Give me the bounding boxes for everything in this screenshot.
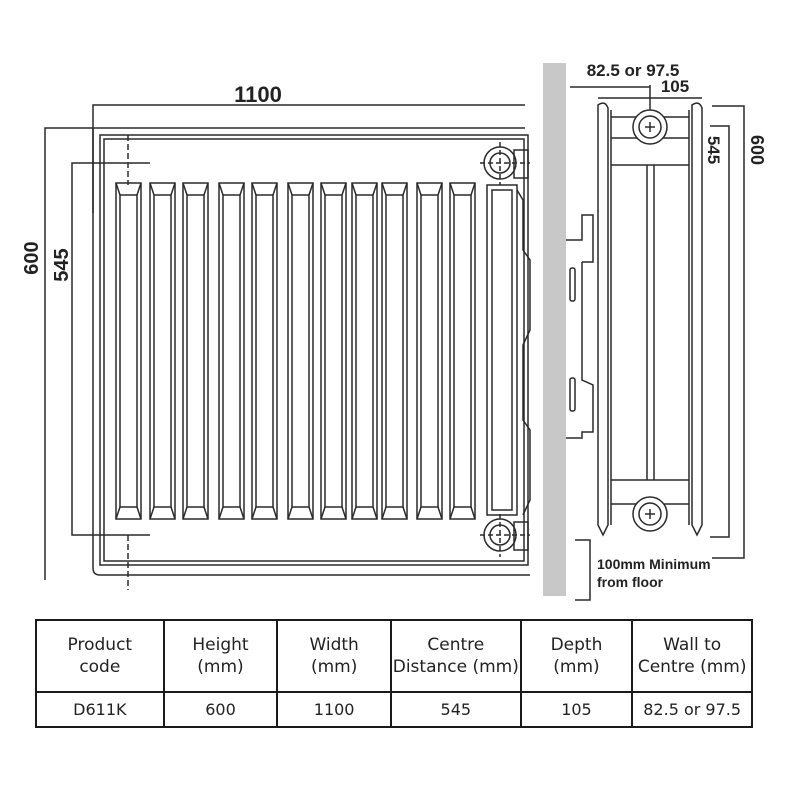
side-centre-label: 545 (704, 136, 723, 164)
bottom-valve-icon (480, 514, 530, 557)
cell-wall-to-centre: 82.5 or 97.5 (631, 691, 753, 728)
cell-width: 1100 (276, 691, 392, 728)
top-valve-icon (480, 142, 530, 185)
side-centre-dimension-line (710, 125, 730, 538)
cell-depth: 105 (519, 691, 634, 728)
side-height-dimension-line (712, 105, 745, 559)
header-depth: Depth(mm) (519, 619, 634, 693)
end-panel (486, 184, 518, 516)
width-label: 1100 (234, 82, 282, 107)
side-view (566, 85, 745, 601)
floor-note-line1: 100mm Minimum (597, 556, 711, 572)
height-label: 600 (21, 241, 43, 274)
front-view (44, 104, 531, 590)
radiator-dimension-diagram: 1100 600 545 82.5 or 97.5 105 54 (21, 61, 767, 601)
header-width: Width(mm) (276, 619, 392, 693)
cell-height: 600 (162, 691, 279, 728)
floor-note-line2: from floor (597, 574, 664, 590)
side-height-label: 600 (747, 135, 767, 165)
cell-product-code: D611K (35, 691, 165, 728)
cell-centre-distance: 545 (389, 691, 522, 728)
flutes (115, 182, 476, 520)
height-dimension-line (44, 127, 525, 580)
table-row: D611K 600 1100 545 105 82.5 or 97.5 (35, 691, 753, 728)
depth-label: 105 (661, 77, 689, 96)
centre-dimension-line (71, 162, 150, 536)
header-height: Height(mm) (162, 619, 279, 693)
wall (543, 63, 566, 596)
wall-to-centre-label: 82.5 or 97.5 (587, 61, 680, 80)
centre-label: 545 (51, 248, 73, 281)
